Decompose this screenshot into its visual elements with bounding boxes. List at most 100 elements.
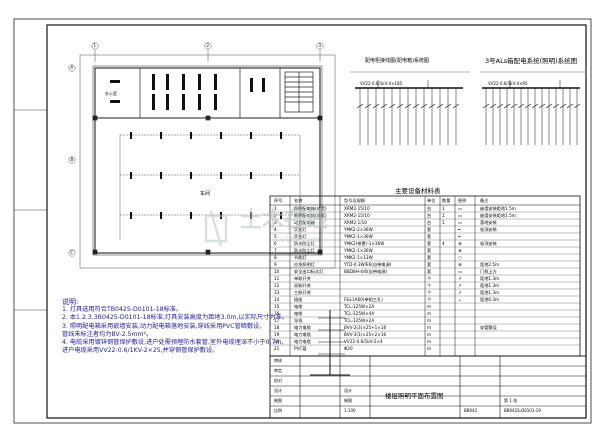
table-cell-note: 门框上方 — [480, 268, 497, 274]
notes-title: 说明: — [62, 298, 79, 306]
tb-label-scale: 比例 — [274, 408, 282, 413]
table-cell-note: 吸顶安装 — [480, 240, 497, 246]
table-cell-no: 9 — [274, 261, 277, 267]
table-cell-name: 动力配电箱 — [294, 219, 315, 225]
table-cell-note: 落地安装 — [480, 219, 497, 225]
tb-scale: 1:100 — [344, 408, 356, 413]
table-cell-name: 三联开关 — [294, 289, 311, 295]
table-cell-spec: YMK2-2×36W — [344, 226, 373, 232]
table-cell-unit: 套 — [427, 240, 432, 246]
table-title: 主要设备材料表 — [395, 187, 441, 195]
table-cell-name: 防水防尘灯 — [294, 240, 315, 246]
table-header-row: 序号 名称 型号及规格 单位 数量 图例 备注 — [270, 197, 570, 206]
table-cell-qty: 1 — [442, 219, 445, 225]
col-header-unit: 单位 — [427, 198, 436, 203]
grid-3-label: 3 — [318, 43, 322, 48]
table-cell-spec: BVV-2(3)×25+1×16 — [344, 324, 387, 330]
table-cell-unit: m — [427, 317, 432, 323]
stair-symbol — [284, 71, 314, 113]
table-cell-legend: ⊥ — [458, 296, 462, 302]
grid-b-label: B — [70, 157, 74, 162]
tb-drafter: 制图 — [344, 398, 352, 403]
table-cell-unit: 个 — [427, 289, 432, 295]
table-cell-spec: TCL-125W×2A — [344, 303, 375, 309]
table-cell-legend: ━ — [458, 233, 461, 239]
table-cell-name: 安全出口标志灯 — [294, 268, 324, 274]
tb-designer: 设计 — [344, 388, 352, 393]
right-system-title: 3号ALs箱配电系统(照明)系统图 — [485, 57, 578, 65]
drawing-name: 楼层照明平面布置图 — [385, 392, 444, 400]
table-cell-qty: 4 — [442, 240, 445, 246]
table-cell-qty: 1 — [442, 212, 445, 218]
table-cell-no: 21 — [274, 345, 280, 351]
table-cell-legend: ↗ — [458, 289, 462, 295]
right-bus-label: VV22-0.6/1kV-4×95 — [488, 81, 528, 86]
col-header-note: 备注 — [480, 198, 489, 203]
table-cell-no: 1 — [274, 205, 277, 211]
table-cell-no: 14 — [274, 296, 280, 302]
table-cell-qty: 1 — [442, 205, 445, 211]
table-cell-spec: BVV-3(1)×25+2×16 — [344, 331, 387, 337]
table-cell-spec: YMK2-1×36W — [344, 247, 373, 253]
floor-plan — [68, 42, 336, 269]
table-cell-spec: XRM2-1/10 — [344, 219, 367, 225]
sheet-number: 第 1 张 — [504, 398, 518, 403]
table-cell-note: 距地1.3m — [480, 289, 500, 295]
table-cell-legend: ○ — [458, 254, 462, 260]
table-cell-name: PVC管 — [294, 345, 307, 351]
system-diagram-right — [480, 71, 585, 145]
note-line: 进户电缆采用VV22-0.6/1KV-2×25,并穿钢管保护敷设。 — [62, 347, 219, 355]
table-cell-legend: ▭ — [458, 212, 462, 218]
table-cell-spec: Φ20 — [344, 345, 353, 351]
table-cell-legend: ━ — [458, 226, 461, 232]
table-cell-legend: ▭ — [458, 268, 462, 274]
note-line: 管线未标注者均为BV-2.5mm²。 — [62, 330, 153, 338]
table-cell-unit: 套 — [427, 226, 432, 232]
table-cell-note: 距地1.3m — [480, 275, 500, 281]
table-cell-unit: 个 — [427, 296, 432, 302]
hall-lighting-circuit — [119, 134, 301, 240]
watermark-icon — [204, 210, 228, 247]
table-cell-name: 照明配电箱(成套) — [294, 205, 327, 211]
table-cell-unit: m — [427, 303, 432, 309]
watermark-url: co188.com — [276, 235, 321, 244]
note-line: 4. 电缆采用镀锌钢管保护敷设,进户处需预埋防水套管,室外电缆埋深不小于0.7m… — [62, 339, 284, 347]
table-cell-name: 电力电缆 — [294, 324, 311, 330]
hall-label: 车间 — [200, 191, 211, 197]
table-cell-no: 4 — [274, 226, 277, 232]
table-cell-no: 12 — [274, 282, 280, 288]
table-cell-unit: 套 — [427, 247, 432, 253]
drawing-number: BB042 — [464, 408, 478, 413]
table-cell-spec: VV22-0.6/1kV-2×4 — [344, 338, 383, 344]
table-cell-spec: XRM2-15/10 — [344, 212, 370, 218]
table-cell-unit: m — [427, 310, 432, 316]
table-cell-name: 电力电缆 — [294, 331, 311, 337]
table-cell-note: 嵌墙安装距地1.5m — [480, 205, 516, 211]
col-header-no: 序号 — [274, 198, 283, 203]
table-cell-name: 电缆 — [294, 303, 303, 309]
table-cell-unit: m — [427, 345, 432, 351]
table-cell-note: 穿管敷设 — [480, 324, 497, 330]
table-cell-no: 8 — [274, 254, 277, 260]
table-row: 21 PVC管 Φ20 m — [270, 345, 570, 354]
fluorescent-light-icons — [110, 74, 265, 110]
table-cell-unit: 套 — [427, 261, 432, 267]
table-cell-spec: YTD-0.3W/E6(自带电源) — [344, 261, 392, 267]
table-cell-name: 单联开关 — [294, 275, 311, 281]
col-header-spec: 型号及规格 — [344, 198, 365, 203]
table-cell-name: 荧光灯 — [294, 233, 307, 239]
table-cell-no: 13 — [274, 289, 280, 295]
table-cell-name: 节能灯 — [294, 254, 307, 260]
table-cell-unit: 套 — [427, 233, 432, 239]
table-cell-name: 荧光灯 — [294, 226, 307, 232]
table-cell-no: 6 — [274, 240, 277, 246]
